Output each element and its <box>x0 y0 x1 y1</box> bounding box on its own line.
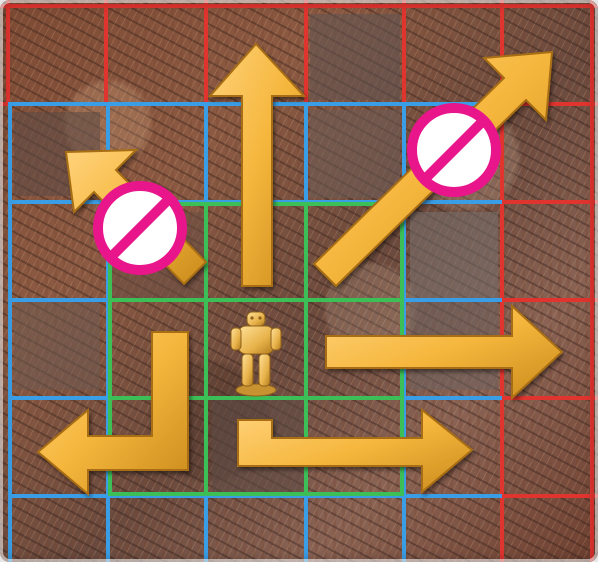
blocked-marker-left <box>93 181 187 275</box>
move-arrow-right[interactable] <box>325 303 564 401</box>
move-arrow-right-lower[interactable] <box>237 407 474 495</box>
move-arrow-l-left[interactable] <box>36 331 189 497</box>
robot-miniature-icon[interactable] <box>228 306 284 398</box>
city-blocks <box>14 14 498 498</box>
move-arrow-up[interactable] <box>207 42 307 287</box>
blocked-marker-right <box>407 103 501 197</box>
inner-zone-grid <box>108 202 404 496</box>
